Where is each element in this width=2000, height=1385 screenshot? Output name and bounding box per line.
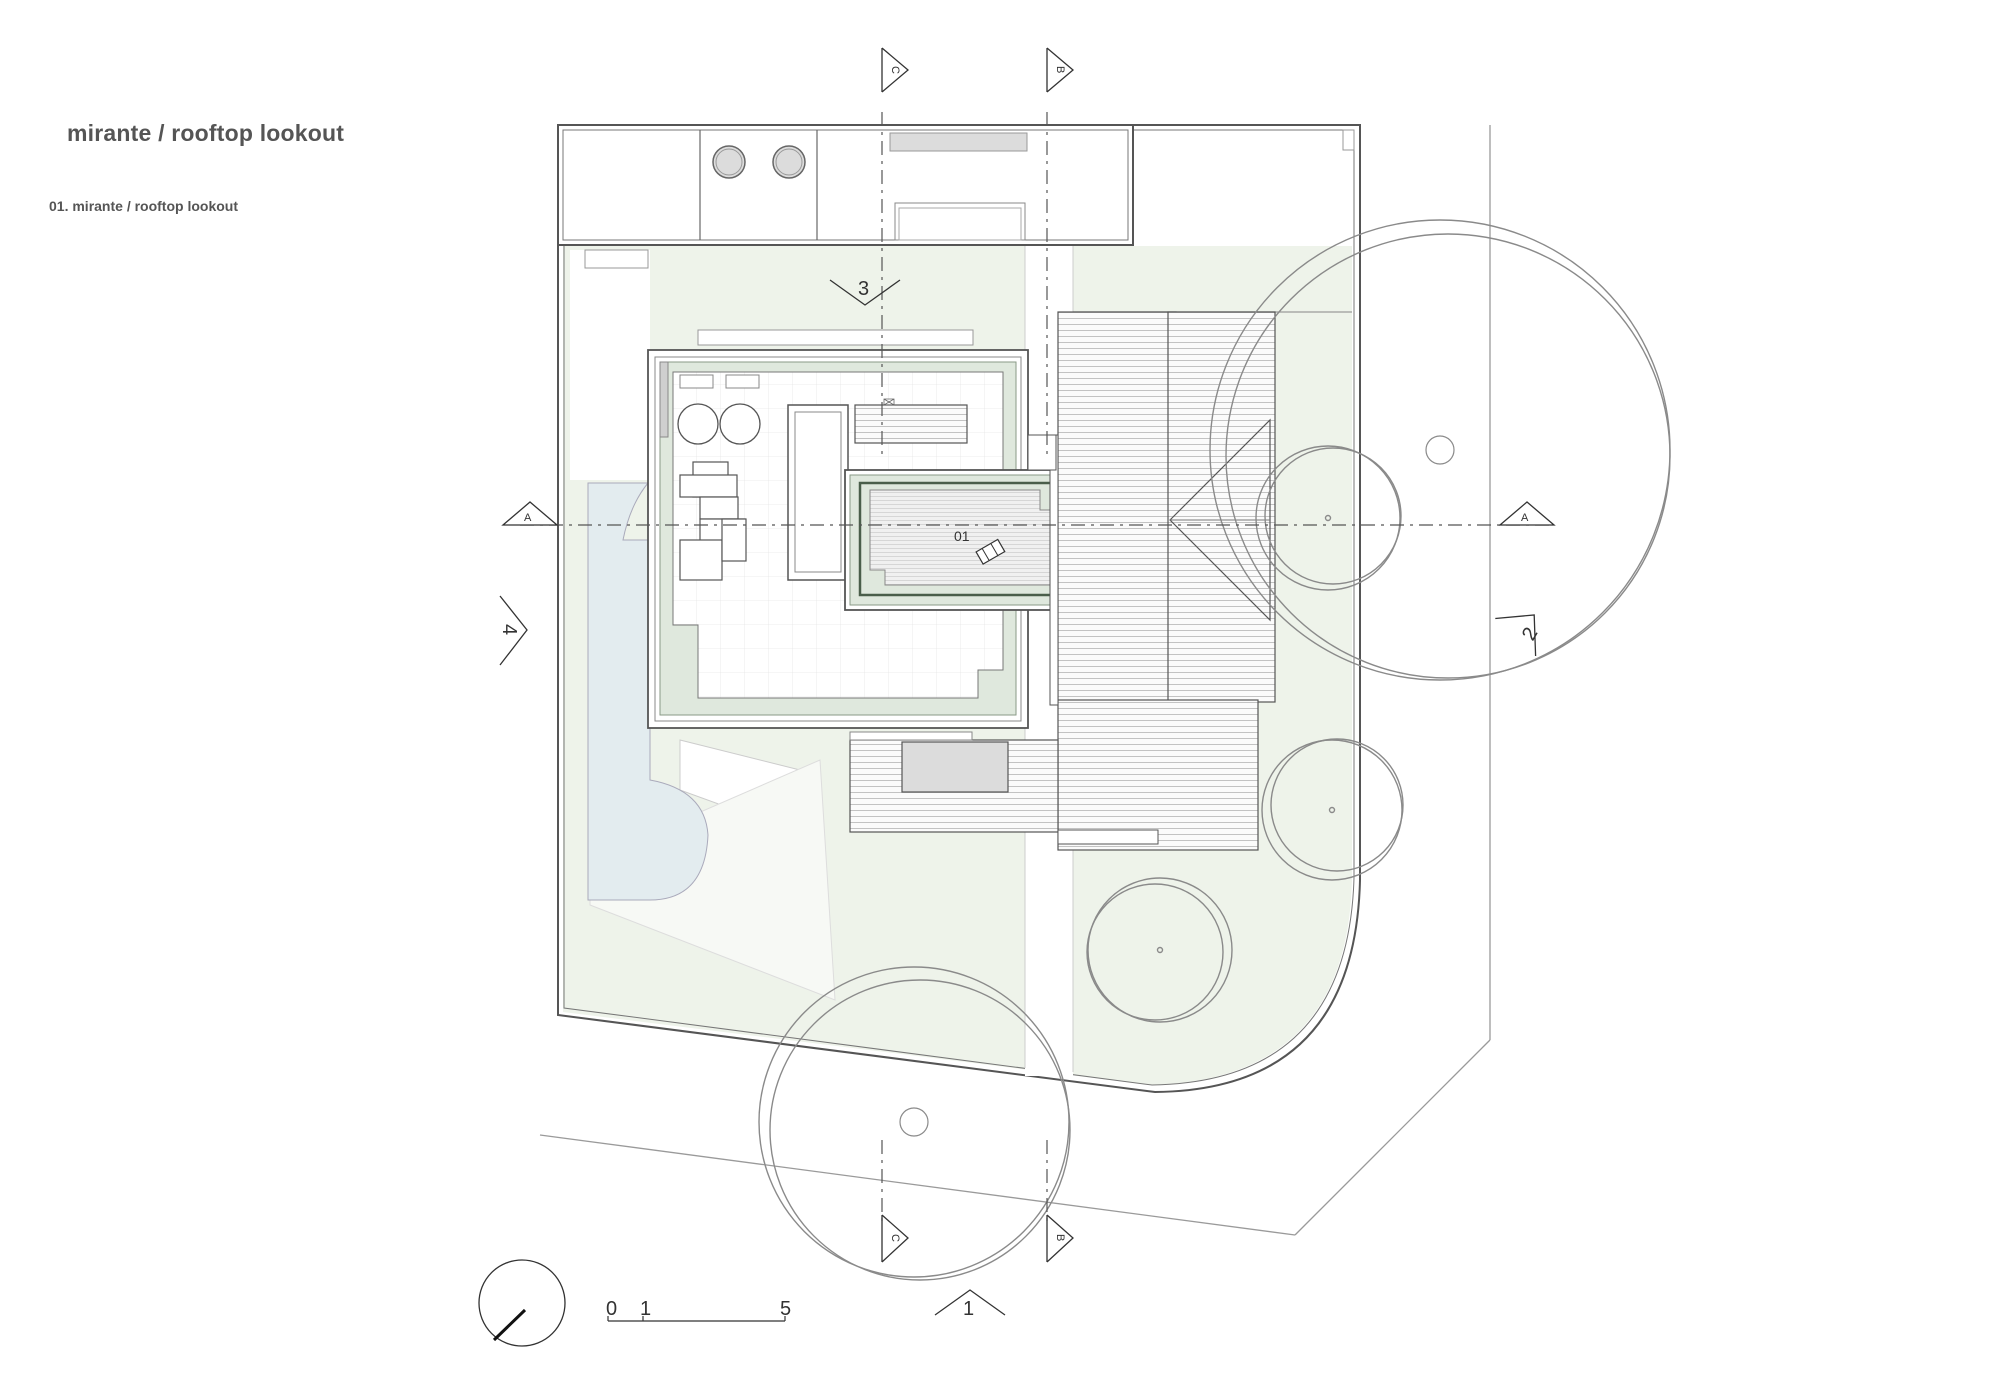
svg-text:A: A	[1521, 512, 1529, 524]
scale-label-0: 0	[606, 1298, 617, 1320]
legend-item-01: 01. mirante / rooftop lookout	[49, 198, 239, 214]
drawing-title: mirante / rooftop lookout	[67, 120, 345, 146]
svg-text:C: C	[889, 66, 901, 74]
section-lines	[520, 112, 1555, 1225]
tree-large-south	[758, 966, 1071, 1281]
svg-text:2: 2	[1518, 624, 1543, 645]
section-marker-b-top: B	[1046, 47, 1075, 93]
section-marker-c-bottom: C	[881, 1214, 909, 1263]
section-marker-a-left: A	[501, 501, 559, 526]
tree-garden	[1086, 877, 1233, 1023]
svg-text:4: 4	[498, 624, 520, 635]
svg-text:B: B	[1054, 1234, 1066, 1241]
svg-text:3: 3	[858, 278, 869, 300]
trees	[758, 219, 1671, 1281]
svg-text:1: 1	[963, 1298, 974, 1320]
section-marker-c-top: C	[881, 47, 910, 93]
svg-text:C: C	[889, 1234, 901, 1242]
scale-label-5: 5	[780, 1298, 791, 1320]
elevation-marker-1: 1	[934, 1289, 1006, 1320]
section-marker-a-right: A	[1498, 501, 1556, 526]
lot-outline	[557, 124, 1361, 1094]
room-tag-01: 01	[954, 528, 970, 544]
lounge-chair-icon	[975, 538, 1006, 565]
top-service-block	[557, 124, 1355, 246]
section-marker-b-bottom: B	[1046, 1214, 1074, 1263]
scale-bar: 0 1 5	[606, 1298, 791, 1322]
svg-text:A: A	[524, 512, 532, 524]
tree-large-east	[1209, 219, 1671, 681]
house-roof	[647, 329, 1029, 729]
wood-decks	[849, 311, 1276, 851]
elevation-marker-4: 4	[498, 595, 528, 666]
tank-icon	[719, 403, 761, 445]
tank-icon	[677, 403, 719, 445]
elevation-marker-3: 3	[829, 278, 901, 306]
elevation-marker-2: 2	[1495, 614, 1543, 657]
scale-label-1: 1	[640, 1298, 651, 1320]
north-arrow-icon	[478, 1259, 566, 1347]
svg-text:B: B	[1054, 66, 1066, 73]
tank-icon	[712, 145, 746, 179]
tree-small-east	[1261, 738, 1404, 881]
tank-icon	[772, 145, 806, 179]
tree-medium-east	[1255, 445, 1402, 591]
